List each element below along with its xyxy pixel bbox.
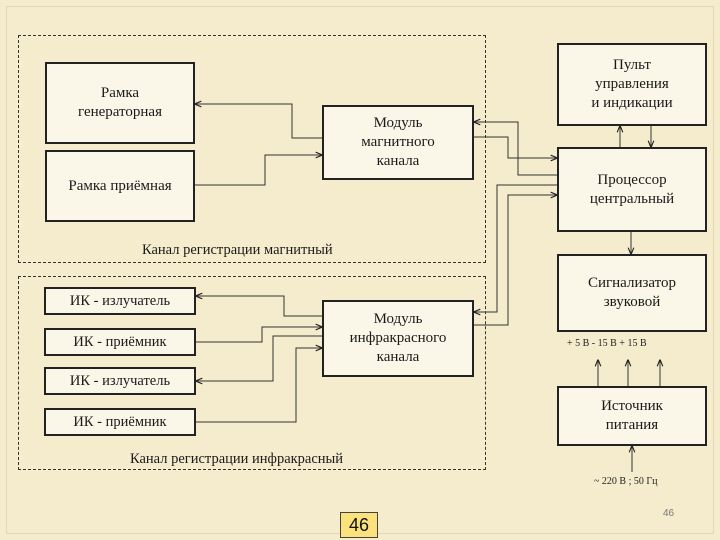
generator-frame-block: Рамка генераторная xyxy=(45,62,195,144)
receiver-frame-block: Рамка приёмная xyxy=(45,150,195,222)
ir-receiver-block-1: ИК - приёмник xyxy=(44,328,196,356)
power-supply-block: Источник питания xyxy=(557,386,707,446)
magnetic-channel-label: Канал регистрации магнитный xyxy=(142,242,333,258)
infrared-channel-group xyxy=(18,276,486,470)
ir-module-block: Модуль инфракрасного канала xyxy=(322,300,474,377)
magnetic-channel-group xyxy=(18,35,486,263)
mains-input-label: ~ 220 В ; 50 Гц xyxy=(594,476,658,487)
buzzer-block: Сигнализатор звуковой xyxy=(557,254,707,332)
ir-emitter-block-1: ИК - излучатель xyxy=(44,287,196,315)
control-panel-block: Пульт управления и индикации xyxy=(557,43,707,126)
cpu-block: Процессор центральный xyxy=(557,147,707,232)
magnetic-module-block: Модуль магнитного канала xyxy=(322,105,474,180)
ir-emitter-block-2: ИК - излучатель xyxy=(44,367,196,395)
page-number: 46 xyxy=(663,508,675,519)
ir-receiver-block-2: ИК - приёмник xyxy=(44,408,196,436)
slide-number-badge: 46 xyxy=(340,512,378,538)
power-rails-label: + 5 В - 15 В + 15 В xyxy=(567,338,647,349)
infrared-channel-label: Канал регистрации инфракрасный xyxy=(130,451,344,467)
